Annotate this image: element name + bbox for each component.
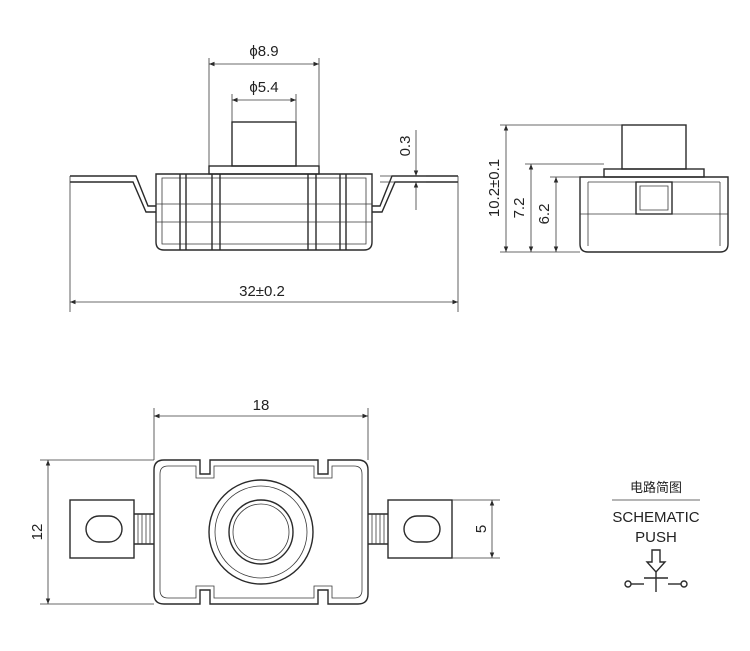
button-inner-circle	[228, 499, 294, 565]
switch-symbol-icon	[624, 572, 688, 592]
push-arrow-icon	[645, 549, 667, 574]
dim-height-inner: 6.2	[536, 204, 553, 225]
plunger	[231, 121, 297, 167]
dim-total-length: 32±0.2	[239, 283, 285, 300]
dim-tab-width: 5	[473, 525, 490, 533]
dim-inner-dia: ϕ5.4	[249, 79, 278, 96]
dim-height-body: 7.2	[511, 198, 528, 219]
dim-bottom-height: 12	[29, 524, 46, 541]
left-tab	[69, 499, 135, 559]
side-plunger	[621, 124, 687, 170]
schematic-label: PUSH	[635, 529, 677, 546]
dim-bottom-width: 18	[253, 397, 270, 414]
dim-gap: 0.3	[397, 136, 414, 157]
left-terminal	[70, 175, 156, 213]
button-outer-circle	[208, 479, 314, 585]
right-terminal	[372, 175, 458, 213]
body-outline	[155, 173, 373, 251]
side-view: 10.2±0.1 7.2 6.2	[486, 124, 729, 253]
dim-outer-dia: ϕ8.9	[249, 43, 278, 60]
collar	[208, 165, 320, 175]
right-tab	[387, 499, 453, 559]
side-body	[579, 176, 729, 253]
front-view: ϕ8.9 ϕ5.4 0.3 32±0.2	[69, 43, 459, 312]
bottom-body	[153, 459, 369, 605]
schematic: 电路简图 SCHEMATIC PUSH	[612, 480, 700, 592]
schematic-title-cn: 电路简图	[630, 480, 682, 496]
schematic-title-en: SCHEMATIC	[612, 509, 699, 526]
bottom-view: 18 12 5	[29, 397, 500, 605]
dim-height-total: 10.2±0.1	[486, 159, 503, 217]
